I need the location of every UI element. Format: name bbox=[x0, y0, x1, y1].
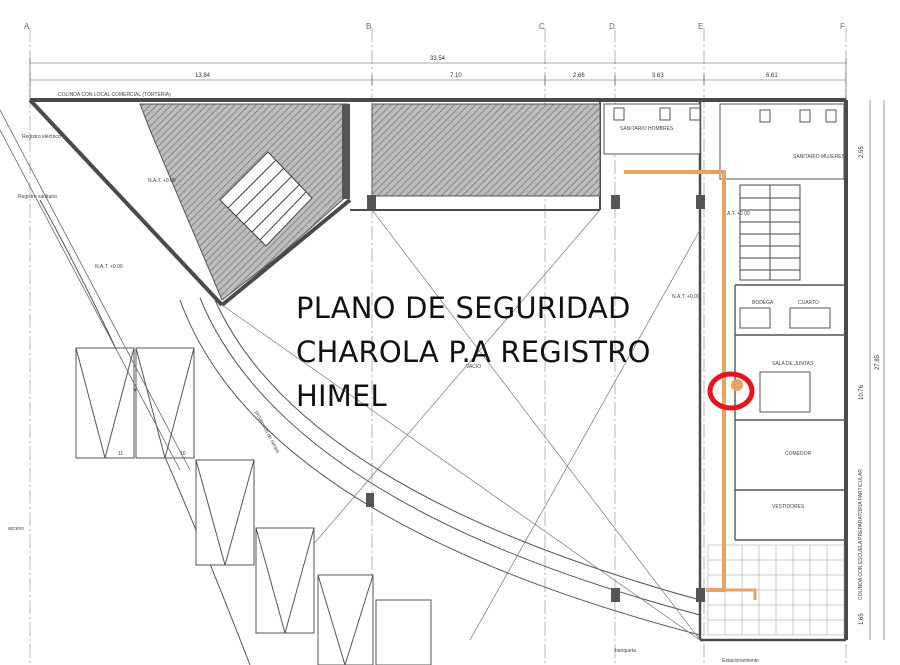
dim-right-2: 10.76 bbox=[859, 384, 865, 400]
stair-icon-right bbox=[739, 184, 801, 281]
axis-label-f: F bbox=[840, 22, 845, 31]
dim-right-4: 1.65 bbox=[859, 613, 865, 625]
vestidores-label: VESTIDORES bbox=[772, 504, 805, 510]
columns bbox=[342, 104, 705, 602]
hatched-zone-center bbox=[371, 103, 601, 197]
nat-label-1: N.A.T. +0.00 bbox=[95, 264, 123, 270]
conduit-endpoint bbox=[731, 379, 743, 391]
parking-stalls bbox=[75, 347, 432, 665]
axis-label-e: E bbox=[698, 22, 703, 31]
sanitarios-m-label: SANITARIO MUJERES bbox=[793, 154, 846, 160]
conduit-route-branch bbox=[724, 588, 757, 600]
conduit-route bbox=[624, 170, 726, 592]
stall-label-11: 11 bbox=[118, 451, 123, 457]
vacio-label: VACIO bbox=[466, 364, 481, 370]
colindancia-right-label: COLINDA CON ESCUELA PREPARATORIA PARTICU… bbox=[858, 469, 864, 600]
marker-circle bbox=[707, 371, 755, 411]
dim-right-3: 27.85 bbox=[875, 354, 881, 370]
dim-seg-2: 7.10 bbox=[450, 73, 462, 79]
dimension-lines bbox=[29, 58, 885, 640]
colindancia-top-label: COLINDA CON LOCAL COMERCIAL (TORTERIA) bbox=[58, 92, 171, 98]
axis-label-a: A bbox=[24, 22, 30, 31]
plan-title: PLANO DE SEGURIDAD CHAROLA P.A REGISTRO … bbox=[296, 286, 651, 418]
dim-right-1: 2.55 bbox=[859, 146, 865, 158]
comedor-label: COMEDOR bbox=[785, 451, 812, 457]
sala-juntas-label: SALA DE JUNTAS bbox=[772, 361, 814, 367]
axis-label-d: D bbox=[609, 22, 615, 31]
axis-label-c: C bbox=[539, 22, 545, 31]
nat-label-2: N.A.T. +0.00 bbox=[148, 178, 176, 184]
offices bbox=[734, 284, 846, 541]
nat-label-4: N.A.T. +0.00 bbox=[722, 211, 750, 217]
bathrooms bbox=[603, 103, 845, 180]
registro-electrico-label: Registro eléctrico bbox=[22, 134, 61, 140]
dim-seg-3: 2.66 bbox=[573, 73, 585, 79]
proyeccion-label: proyección de rampa bbox=[253, 410, 280, 454]
estacionamiento-label: Estacionamiento bbox=[722, 658, 759, 664]
cuarto-label: CUARTO bbox=[798, 300, 819, 306]
street-lines bbox=[0, 109, 191, 471]
void-lines bbox=[221, 209, 701, 641]
sanitarios-h-label: SANITARIO HOMBRES bbox=[620, 126, 674, 132]
dim-seg-1: 13.84 bbox=[195, 73, 211, 79]
dim-seg-4: 3.63 bbox=[652, 73, 664, 79]
grid-axis-labels: A B C D E F bbox=[24, 22, 845, 31]
registro-sanitario-label: Registro sanitario bbox=[18, 194, 57, 200]
dim-seg-5: 6.61 bbox=[766, 73, 778, 79]
dim-total: 33.54 bbox=[430, 56, 446, 62]
banqueta-label: banqueta bbox=[615, 648, 636, 654]
acceso-label: acceso bbox=[8, 526, 24, 532]
stair-icon bbox=[219, 151, 313, 247]
axis-label-b: B bbox=[366, 22, 371, 31]
plan-title-line-2: CHAROLA P.A REGISTRO bbox=[296, 335, 651, 369]
plan-title-line-3: HIMEL bbox=[296, 379, 387, 413]
stall-label-10: 10 bbox=[180, 451, 186, 457]
bodega-label: BODEGA bbox=[752, 300, 774, 306]
nat-label-3: N.A.T. +0.00 bbox=[672, 294, 700, 300]
plan-title-line-1: PLANO DE SEGURIDAD bbox=[296, 291, 631, 325]
